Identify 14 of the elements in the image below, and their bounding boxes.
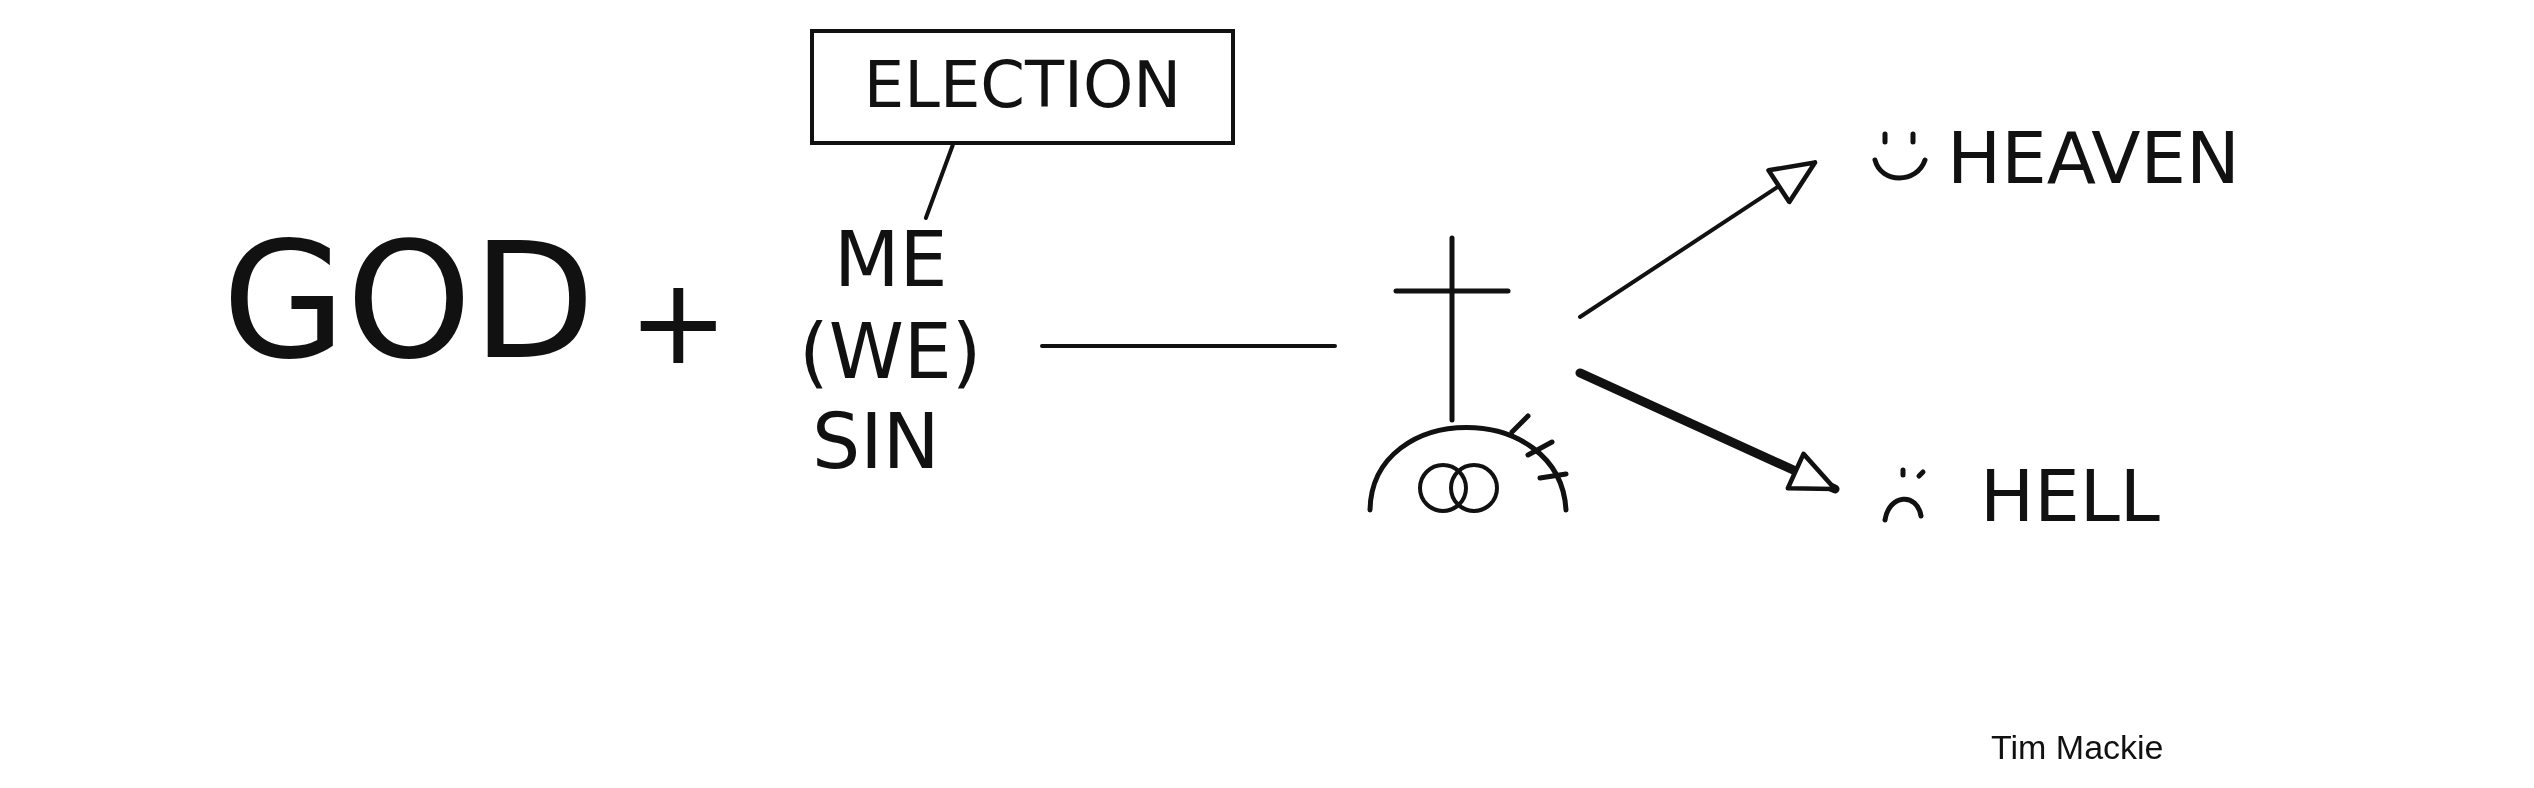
credit-text: Tim Mackie bbox=[1991, 730, 2164, 764]
node-label: ME bbox=[834, 222, 948, 298]
node-label: HELL bbox=[1980, 460, 2160, 532]
leader-line bbox=[923, 143, 955, 220]
node-label: HEAVEN bbox=[1947, 122, 2240, 194]
label-box bbox=[810, 29, 1235, 145]
node-label: ELECTION bbox=[862, 53, 1183, 117]
god-text: GOD bbox=[222, 222, 596, 382]
node-label: (WE) bbox=[799, 314, 982, 390]
arrow bbox=[1575, 368, 1840, 494]
plus-sign: + bbox=[628, 262, 729, 382]
sin-text: SIN bbox=[812, 404, 940, 480]
connector-line bbox=[1040, 344, 1337, 349]
arrow bbox=[1578, 160, 1818, 319]
